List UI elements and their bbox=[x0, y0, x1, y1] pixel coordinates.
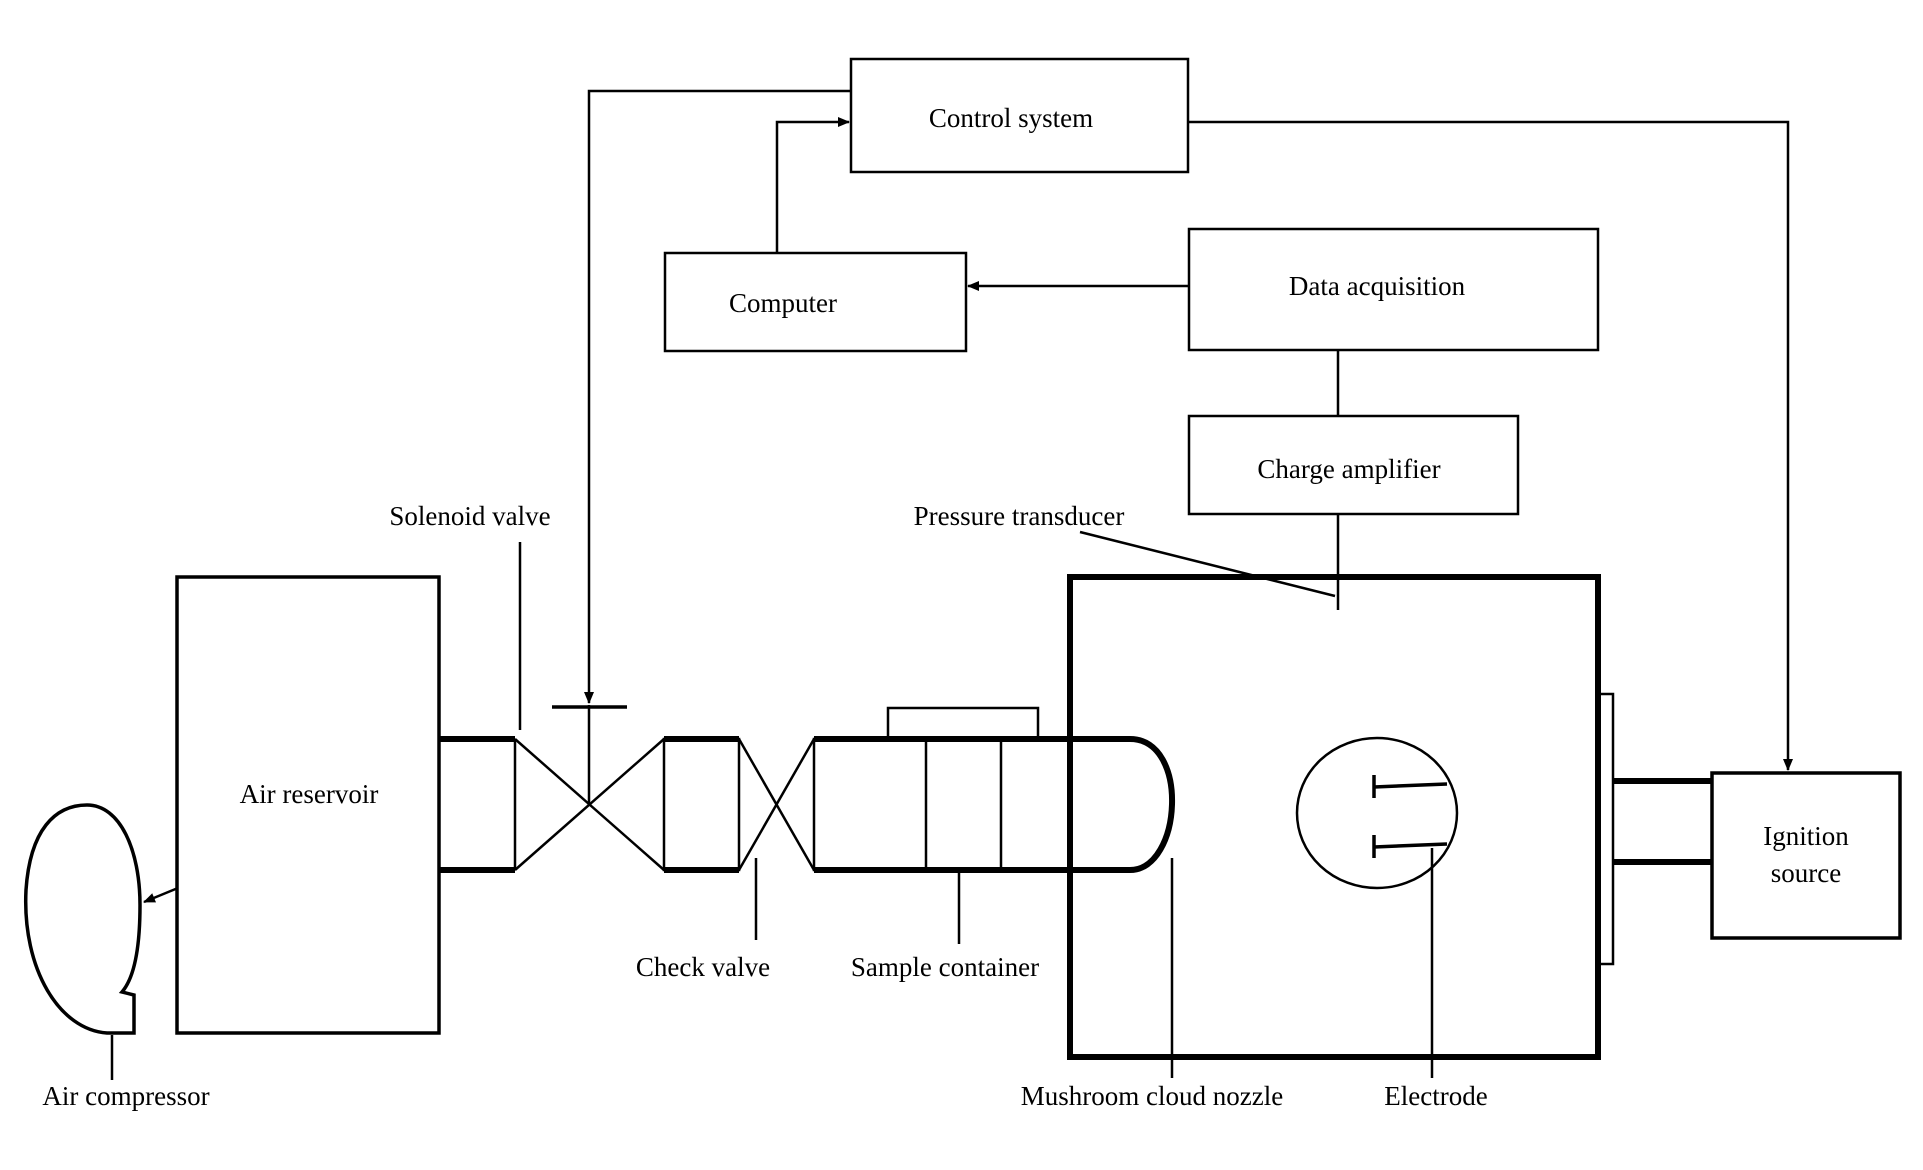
computer-label: Computer bbox=[729, 288, 837, 318]
control-to-solenoid-line bbox=[584, 89, 851, 704]
computer-box bbox=[663, 251, 968, 353]
air-reservoir-label: Air reservoir bbox=[240, 779, 379, 809]
air-compressor-label: Air compressor bbox=[42, 1081, 209, 1111]
explosion-chamber bbox=[1067, 574, 1601, 1060]
sample-container-label: Sample container bbox=[851, 952, 1039, 982]
control-to-ignition-line bbox=[1188, 120, 1793, 771]
chamber-flange bbox=[1596, 692, 1615, 966]
control-system-box bbox=[849, 57, 1190, 174]
sample-container bbox=[812, 706, 1072, 873]
pressure-transducer-label: Pressure transducer bbox=[914, 501, 1125, 531]
solenoid-valve bbox=[514, 705, 665, 871]
mushroom-cloud-nozzle bbox=[1070, 736, 1175, 873]
solenoid-valve-label: Solenoid valve bbox=[389, 501, 550, 531]
ignition-source-label-line1: Ignition bbox=[1763, 821, 1849, 851]
electrode bbox=[1295, 736, 1459, 890]
ignition-source-label-line2: source bbox=[1771, 858, 1841, 888]
computer-to-control-line bbox=[775, 117, 850, 253]
check-valve-label: Check valve bbox=[636, 952, 770, 982]
charge-amplifier-label: Charge amplifier bbox=[1257, 454, 1440, 484]
air-compressor-shape bbox=[24, 803, 142, 1035]
check-valve bbox=[737, 738, 816, 871]
data-acquisition-box bbox=[1187, 227, 1600, 352]
data-acquisition-label: Data acquisition bbox=[1289, 271, 1466, 301]
pressure-transducer-leader bbox=[1079, 530, 1336, 598]
mushroom-cloud-nozzle-label: Mushroom cloud nozzle bbox=[1021, 1081, 1283, 1111]
control-system-label: Control system bbox=[929, 103, 1093, 133]
ignition-source-box bbox=[1710, 771, 1902, 940]
air-reservoir-box bbox=[175, 575, 441, 1035]
charge-amplifier-box bbox=[1187, 414, 1520, 516]
compressor-to-reservoir-arrow bbox=[143, 886, 179, 904]
electrode-label: Electrode bbox=[1384, 1081, 1487, 1111]
pipe-section bbox=[662, 737, 741, 872]
